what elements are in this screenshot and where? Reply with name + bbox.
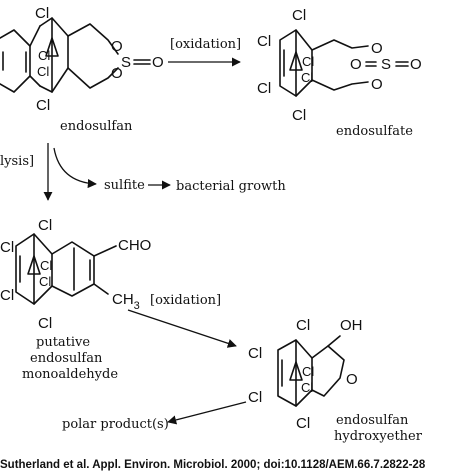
endosulfate-o-right: O bbox=[410, 56, 422, 73]
hydrolysis-branch: lysis] sulfite bacterial growth bbox=[0, 143, 286, 201]
hydroxyether-cl-bridge-1: Cl bbox=[302, 364, 314, 379]
endosulfate-cl-bridge-2: Cl bbox=[301, 70, 313, 85]
bacterial-growth-label: bacterial growth bbox=[176, 179, 286, 194]
monoaldehyde-cl-left-1: Cl bbox=[0, 239, 14, 256]
endosulfan-cl-bridge-1: Cl bbox=[38, 48, 50, 63]
hydroxyether-cl-left-1: Cl bbox=[248, 345, 262, 362]
hydroxyether-label-line-2: hydroxyether bbox=[334, 429, 423, 444]
polar-products-branch: polar product(s) bbox=[62, 401, 247, 432]
endosulfate-s: S bbox=[381, 56, 391, 73]
endosulfate-cl-left-1: Cl bbox=[257, 33, 271, 50]
hydroxyether-cl-top: Cl bbox=[296, 317, 310, 334]
endosulfan-o-double: O bbox=[152, 54, 164, 71]
hydroxyether-cl-left-2: Cl bbox=[248, 389, 262, 406]
monoaldehyde-label-line-1: putative bbox=[36, 335, 90, 350]
hydroxyether-cl-bridge-2: Cl bbox=[301, 380, 313, 395]
monoaldehyde-cl-bridge-1: Cl bbox=[40, 258, 52, 273]
monoaldehyde-cl-bridge-2: Cl bbox=[39, 274, 51, 289]
endosulfate-cl-top: Cl bbox=[292, 7, 306, 24]
monoaldehyde-cho: CHO bbox=[118, 237, 151, 254]
endosulfate-o-upper: O bbox=[371, 40, 383, 57]
oxidation-arrow-1: [oxidation] bbox=[168, 37, 241, 67]
endosulfan-structure: Cl Cl Cl Cl O O S O endosulfan bbox=[0, 5, 164, 134]
hydroxyether-cl-bottom: Cl bbox=[296, 415, 310, 432]
endosulfate-structure: Cl Cl Cl Cl Cl Cl O O O S O endosulfate bbox=[257, 7, 422, 139]
monoaldehyde-cl-left-2: Cl bbox=[0, 287, 14, 304]
hydroxyether-o: O bbox=[346, 371, 358, 388]
endosulfan-cl-bottom: Cl bbox=[36, 97, 50, 114]
monoaldehyde-label-line-3: monoaldehyde bbox=[22, 367, 118, 382]
polar-products-label: polar product(s) bbox=[62, 417, 169, 432]
endosulfate-o-left: O bbox=[350, 56, 362, 73]
endosulfan-s: S bbox=[121, 54, 131, 71]
hydroxyether-structure: Cl Cl Cl Cl Cl Cl OH O endosulfan hydrox… bbox=[248, 317, 423, 444]
monoaldehyde-label-line-2: endosulfan bbox=[30, 351, 103, 366]
endosulfate-cl-left-2: Cl bbox=[257, 80, 271, 97]
hydroxyether-oh: OH bbox=[340, 317, 363, 334]
citation: Sutherland et al. Appl. Environ. Microbi… bbox=[0, 459, 426, 471]
oxidation-arrow-2: [oxidation] bbox=[127, 293, 237, 348]
endosulfan-o-lower: O bbox=[111, 65, 123, 82]
oxidation-label-1: [oxidation] bbox=[170, 37, 241, 52]
monoaldehyde-cl-bottom: Cl bbox=[38, 315, 52, 332]
endosulfate-cl-bridge-1: Cl bbox=[302, 54, 314, 69]
endosulfate-o-lower: O bbox=[371, 76, 383, 93]
monoaldehyde-ch3: CH3 bbox=[112, 291, 140, 312]
hydrolysis-label: lysis] bbox=[0, 154, 34, 169]
endosulfate-cl-bottom: Cl bbox=[292, 107, 306, 124]
endosulfan-label: endosulfan bbox=[60, 119, 133, 134]
endosulfan-cl-top: Cl bbox=[35, 5, 49, 22]
sulfite-label: sulfite bbox=[104, 178, 145, 193]
oxidation-label-2: [oxidation] bbox=[150, 293, 221, 308]
monoaldehyde-cl-top: Cl bbox=[38, 217, 52, 234]
endosulfan-o-upper: O bbox=[111, 38, 123, 55]
hydroxyether-label-line-1: endosulfan bbox=[336, 413, 409, 428]
endosulfate-label: endosulfate bbox=[336, 124, 413, 139]
monoaldehyde-structure: Cl Cl Cl Cl Cl Cl CHO CH3 putative endos… bbox=[0, 217, 151, 382]
endosulfan-cl-bridge-2: Cl bbox=[37, 64, 49, 79]
